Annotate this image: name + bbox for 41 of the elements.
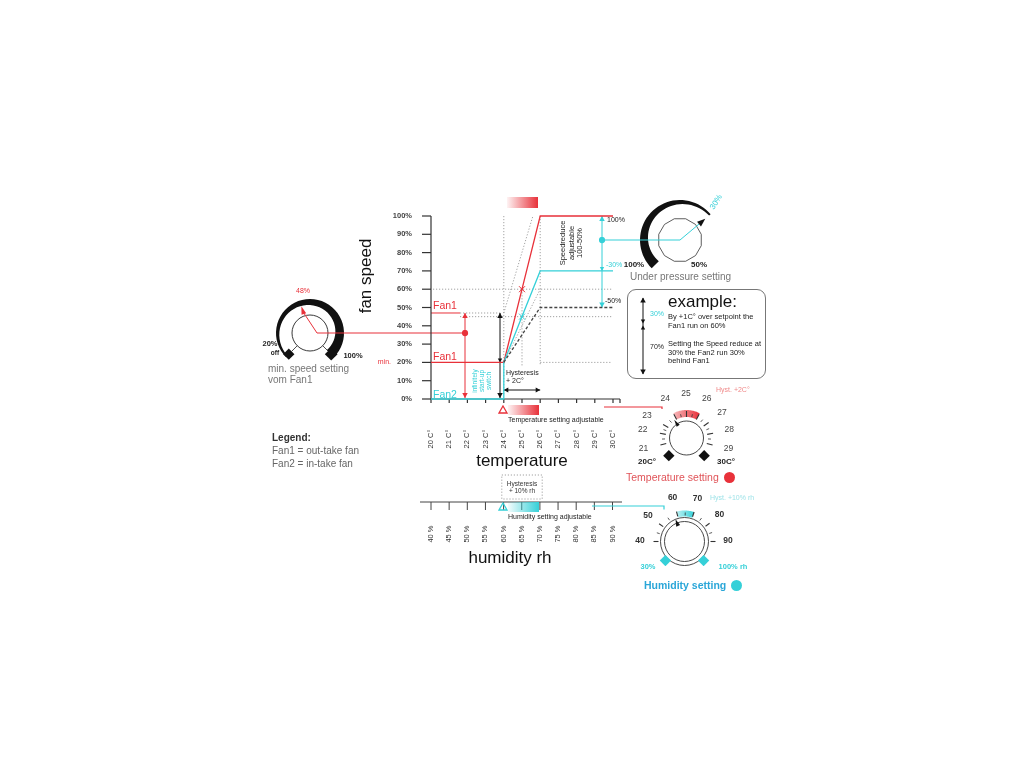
scale-number: 23 xyxy=(642,410,652,421)
scale-number: 29 xyxy=(723,444,734,455)
axis-title: fan speed xyxy=(356,238,376,314)
scale-label: 50% xyxy=(691,260,707,270)
scale-label: 100% xyxy=(623,260,645,270)
scale-number: 28 xyxy=(724,425,735,436)
dial-caption: Humidity setting xyxy=(644,578,727,592)
series-label: Fan1 xyxy=(433,298,457,312)
scale-number: 80 xyxy=(714,510,725,520)
scale-label: 30C° xyxy=(717,457,735,467)
legend-text: Fan1 = out-take fan xyxy=(272,445,359,457)
dial-caption: min. speed setting vom Fan1 xyxy=(268,363,351,385)
axis-title: temperature xyxy=(476,451,568,471)
scale-number: 24 xyxy=(660,394,671,404)
scale-number: 26 xyxy=(701,394,712,404)
connector-line xyxy=(591,505,665,511)
connector-line xyxy=(603,406,663,410)
scale-number: 25 xyxy=(681,389,691,399)
heading-text: example: xyxy=(668,292,737,312)
legend-text: Fan2 = in-take fan xyxy=(272,458,353,470)
legend-title: Legend: xyxy=(272,432,311,444)
gradient-bar xyxy=(506,197,539,208)
dial-knob xyxy=(652,509,716,566)
scale-number: 70 xyxy=(692,494,703,504)
dial-knob xyxy=(658,409,714,463)
series-label: Fan1 xyxy=(433,349,457,363)
scale-number: 40 xyxy=(635,536,645,546)
scale-number: 50 xyxy=(643,510,653,521)
connector-line xyxy=(347,329,469,337)
example-box xyxy=(627,289,766,379)
scale-number: 27 xyxy=(717,407,727,418)
series-label: Fan2 xyxy=(433,387,457,401)
dial-caption: Under pressure setting xyxy=(630,271,732,283)
scale-number: 90 xyxy=(723,536,733,546)
scale-label: 20C° xyxy=(638,457,656,467)
scale-number: 60 xyxy=(667,493,678,504)
connector-line xyxy=(598,236,640,244)
axis-title: humidity rh xyxy=(468,548,552,568)
scale-number: 22 xyxy=(637,425,648,436)
scale-number: 21 xyxy=(638,444,649,455)
dial-caption: Temperature setting xyxy=(626,470,719,484)
